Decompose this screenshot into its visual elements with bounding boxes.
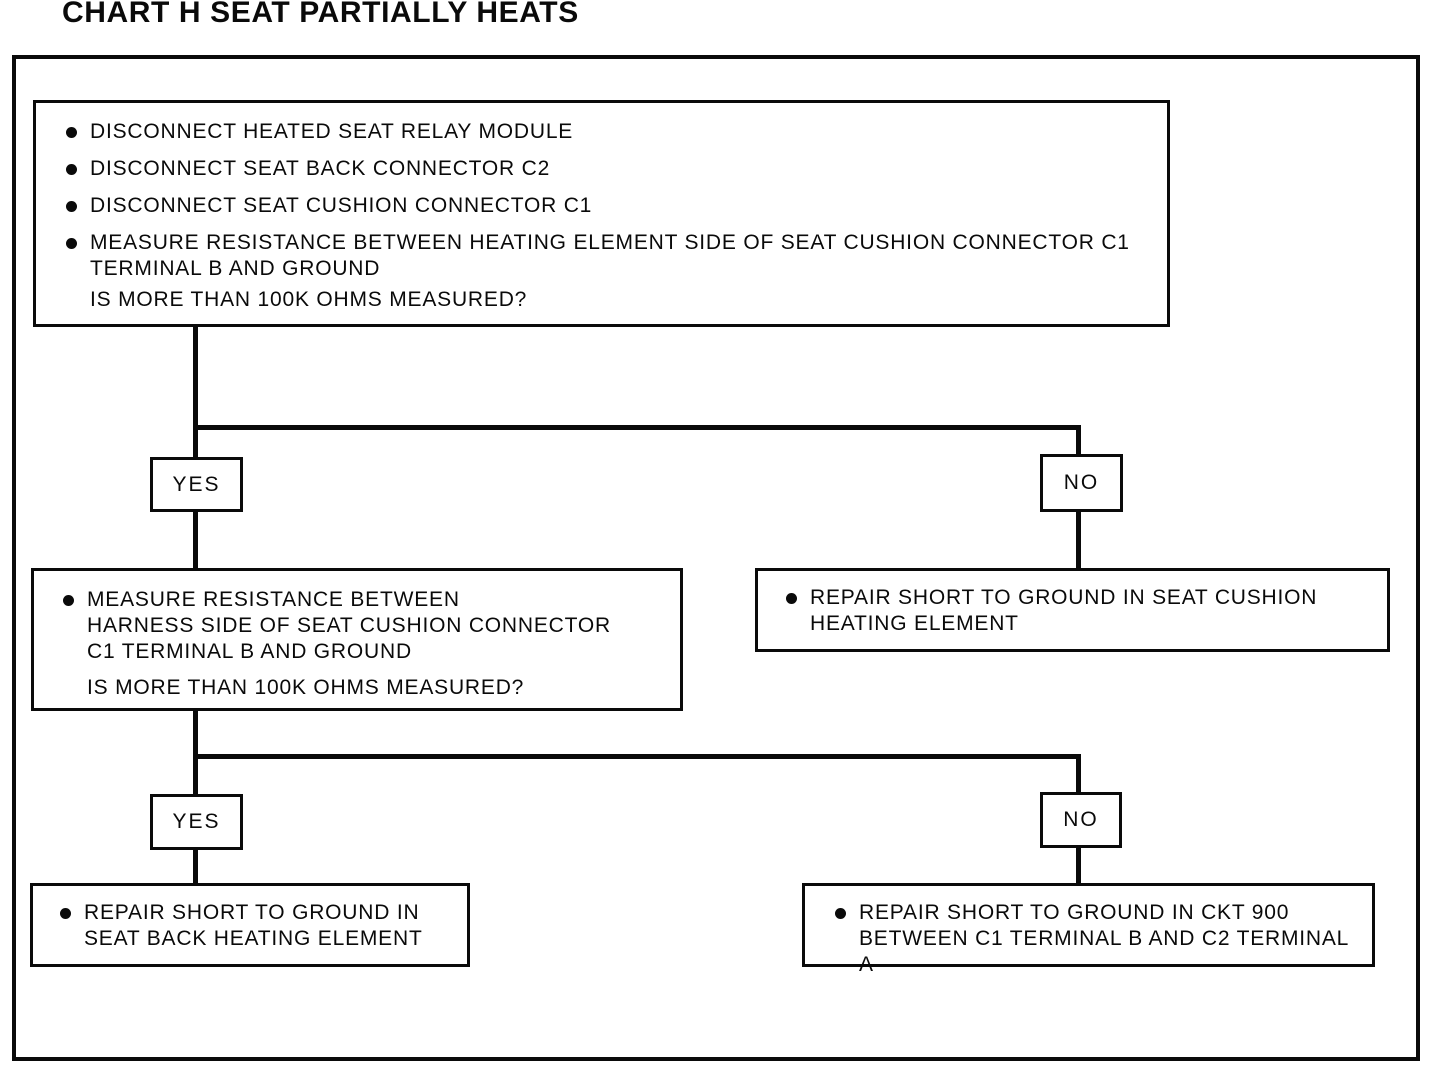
step-text: MEASURE RESISTANCE BETWEEN HARNESS SIDE … [87, 588, 611, 663]
repair-seat-back-box: REPAIR SHORT TO GROUND IN SEAT BACK HEAT… [30, 883, 470, 967]
action-repair-cushion: REPAIR SHORT TO GROUND IN SEAT CUSHION H… [786, 585, 1373, 637]
step-text: DISCONNECT HEATED SEAT RELAY MODULE [90, 120, 574, 143]
step-disconnect-c1: DISCONNECT SEAT CUSHION CONNECTOR C1 [66, 193, 1147, 219]
action-text: REPAIR SHORT TO GROUND IN SEAT BACK HEAT… [84, 901, 423, 950]
connector-no1-down [1076, 511, 1081, 568]
bullet-icon [63, 595, 74, 606]
step-text: DISCONNECT SEAT BACK CONNECTOR C2 [90, 157, 551, 180]
step-measure-harness: MEASURE RESISTANCE BETWEEN HARNESS SIDE … [63, 587, 666, 665]
no-box-2: NO [1040, 792, 1122, 848]
decision2-box: MEASURE RESISTANCE BETWEEN HARNESS SIDE … [31, 568, 683, 711]
bullet-icon [835, 908, 846, 919]
connector-decision2-down [193, 710, 198, 794]
connector-branch2-horizontal [193, 754, 1081, 759]
connector-yes2-down [193, 849, 198, 883]
bullet-icon [786, 593, 797, 604]
connector-no2-down [1076, 847, 1081, 883]
decision-question: IS MORE THAN 100K OHMS MEASURED? [90, 288, 528, 311]
yes-box-1: YES [150, 457, 243, 512]
step-measure-resistance: MEASURE RESISTANCE BETWEEN HEATING ELEME… [66, 230, 1147, 282]
step-text: MEASURE RESISTANCE BETWEEN HEATING ELEME… [90, 231, 1130, 280]
yes-label: YES [172, 472, 221, 496]
action-text: REPAIR SHORT TO GROUND IN SEAT CUSHION H… [810, 586, 1318, 635]
step-disconnect-relay: DISCONNECT HEATED SEAT RELAY MODULE [66, 119, 1147, 145]
bullet-icon [66, 201, 77, 212]
action-repair-ckt900: REPAIR SHORT TO GROUND IN CKT 900 BETWEE… [835, 900, 1362, 978]
step-disconnect-c2: DISCONNECT SEAT BACK CONNECTOR C2 [66, 156, 1147, 182]
chart-border [12, 55, 1420, 1061]
bullet-icon [66, 238, 77, 249]
repair-ckt900-box: REPAIR SHORT TO GROUND IN CKT 900 BETWEE… [802, 883, 1375, 976]
no-label: NO [1063, 471, 1100, 494]
page-title: CHART H SEAT PARTIALLY HEATS [62, 0, 579, 29]
action-repair-seat-back: REPAIR SHORT TO GROUND IN SEAT BACK HEAT… [60, 900, 457, 952]
no-label: NO [1063, 808, 1099, 831]
action-text: REPAIR SHORT TO GROUND IN CKT 900 BETWEE… [859, 901, 1349, 976]
connector-start-down [193, 327, 198, 457]
decision-question: IS MORE THAN 100K OHMS MEASURED? [87, 676, 525, 699]
step-text: DISCONNECT SEAT CUSHION CONNECTOR C1 [90, 194, 593, 217]
connector-branch1-no-down [1076, 425, 1081, 454]
bullet-icon [66, 164, 77, 175]
connector-branch1-horizontal [193, 425, 1081, 430]
bullet-icon [66, 127, 77, 138]
bullet-icon [60, 908, 71, 919]
yes-label: YES [172, 810, 221, 833]
repair-cushion-box: REPAIR SHORT TO GROUND IN SEAT CUSHION H… [755, 568, 1390, 652]
yes-box-2: YES [150, 794, 243, 850]
connector-yes1-down [193, 511, 198, 568]
start-box: DISCONNECT HEATED SEAT RELAY MODULE DISC… [33, 100, 1170, 327]
connector-branch2-no-down [1076, 754, 1081, 792]
no-box-1: NO [1040, 454, 1123, 512]
